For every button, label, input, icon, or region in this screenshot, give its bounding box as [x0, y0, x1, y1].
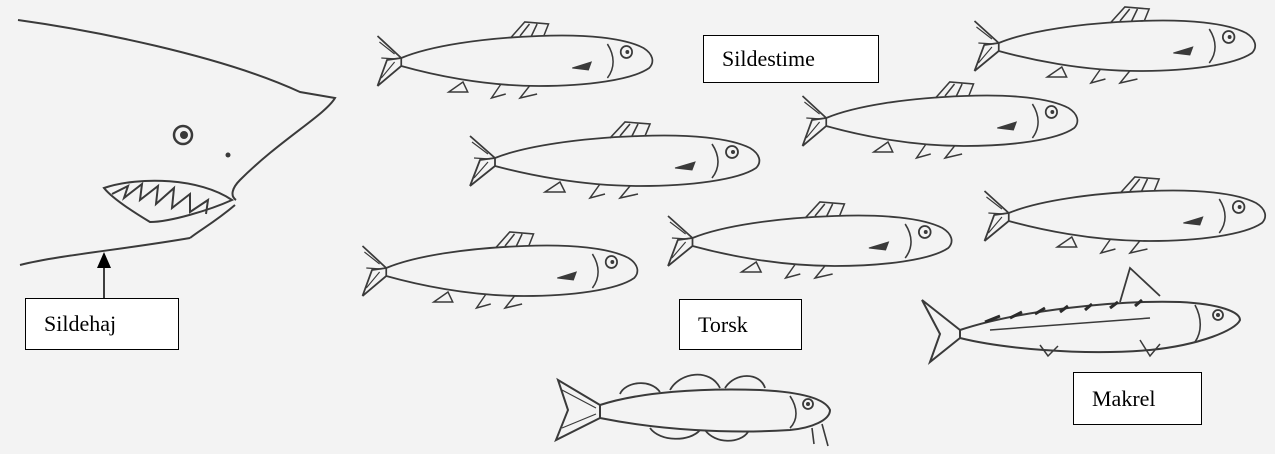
cod-drawing: [554, 373, 832, 447]
shark-head-drawing: [17, 19, 337, 266]
label-torsk: Torsk: [679, 299, 802, 350]
label-sildestime: Sildestime: [703, 35, 879, 83]
sildehaj-pointer-arrow: [97, 252, 111, 298]
label-sildehaj-text: Sildehaj: [44, 311, 117, 336]
label-makrel: Makrel: [1073, 372, 1202, 425]
label-torsk-text: Torsk: [698, 311, 748, 337]
label-sildehaj: Sildehaj: [25, 298, 179, 350]
label-sildestime-text: Sildestime: [722, 46, 815, 71]
label-makrel-text: Makrel: [1092, 385, 1156, 411]
mackerel-drawing: [921, 266, 1242, 365]
